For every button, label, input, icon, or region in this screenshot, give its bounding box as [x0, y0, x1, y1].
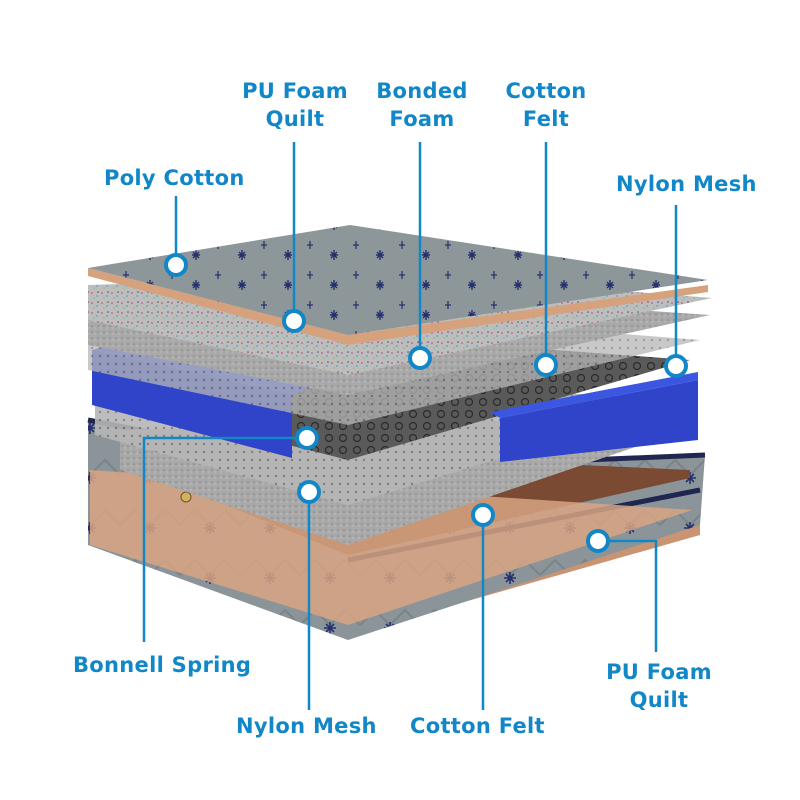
marker-poly-cotton: [164, 253, 188, 277]
label-pu-foam-quilt-top: PU Foam Quilt: [242, 79, 348, 131]
label-nylon-mesh-top: Nylon Mesh: [616, 172, 757, 196]
leader-pu-foam-quilt-bottom: [598, 539, 658, 652]
leader-lines: [142, 142, 678, 710]
marker-pu-foam-quilt-top: [282, 309, 306, 333]
marker-nylon-mesh-bottom: [297, 480, 321, 504]
label-pu-foam-quilt-bottom: PU Foam Quilt: [606, 660, 712, 712]
marker-bonded-foam: [408, 346, 432, 370]
label-cotton-felt-bottom: Cotton Felt: [410, 714, 545, 738]
marker-dots: [164, 253, 688, 553]
spring-border-right: [500, 380, 698, 462]
marker-bonnell-spring: [295, 426, 319, 450]
label-bonnell-spring: Bonnell Spring: [73, 653, 252, 677]
label-poly-cotton: Poly Cotton: [104, 166, 245, 190]
top-quilt-layer: [88, 225, 708, 345]
base-button-icon: [180, 491, 192, 503]
label-nylon-mesh-bottom: Nylon Mesh: [236, 714, 377, 738]
leader-bonnell-spring: [142, 436, 307, 642]
top-quilt-edge: [88, 268, 708, 345]
label-bonded-foam: Bonded Foam: [376, 79, 468, 131]
marker-cotton-felt-top: [534, 353, 558, 377]
marker-pu-foam-quilt-bottom: [586, 529, 610, 553]
marker-nylon-mesh-top: [664, 354, 688, 378]
label-cotton-felt-top: Cotton Felt: [505, 79, 587, 131]
spring-border-right-top: [490, 372, 698, 418]
top-quilt-surface: [88, 225, 708, 335]
marker-cotton-felt-bottom: [471, 503, 495, 527]
